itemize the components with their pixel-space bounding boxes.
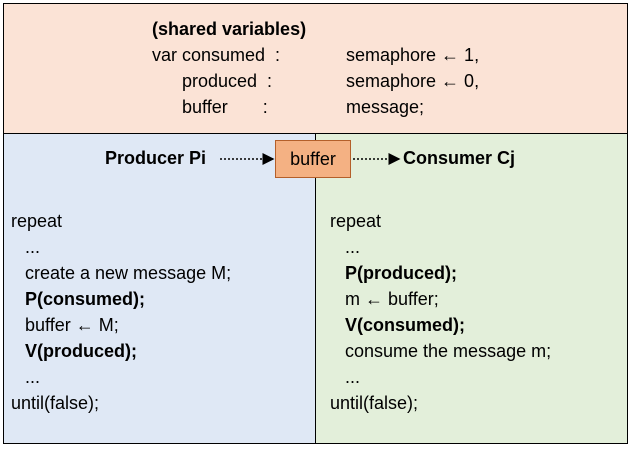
producer-code-line: create a new message M; [25, 263, 232, 283]
producer-consumer-diagram [3, 3, 628, 444]
producer-code-line: ... [25, 367, 41, 387]
producer-code-line: V(produced); [25, 341, 137, 361]
shared-var-buffer-type: message; [346, 97, 425, 117]
consumer-code-line: m ← buffer; [345, 289, 439, 309]
buffer-box: buffer [275, 140, 351, 178]
consumer-label: Consumer Cj [403, 148, 516, 168]
shared-var-produced-type: semaphore ← 0, [346, 71, 480, 91]
shared-variables-panel [4, 4, 627, 134]
shared-variables-title: (shared variables) [152, 19, 307, 39]
shared-var-consumed-type: semaphore ← 1, [346, 45, 480, 65]
producer-code-line: ... [25, 237, 41, 257]
consumer-code-line: P(produced); [345, 263, 457, 283]
shared-var-produced-name: produced : [182, 71, 273, 91]
consumer-code-line: ... [345, 367, 361, 387]
producer-code-line: buffer ← M; [25, 315, 119, 335]
producer-code-line: repeat [11, 211, 63, 231]
consumer-code-line: V(consumed); [345, 315, 466, 335]
producer-code-line: until(false); [11, 393, 100, 413]
consumer-panel [316, 134, 627, 443]
producer-code-line: P(consumed); [25, 289, 146, 309]
shared-var-consumed-name: var consumed : [152, 45, 281, 65]
producer-label: Producer Pi [105, 148, 207, 168]
consumer-code-line: repeat [330, 211, 382, 231]
shared-var-buffer-name: buffer : [182, 97, 268, 117]
consumer-code-line: ... [345, 237, 361, 257]
consumer-code-line: consume the message m; [345, 341, 552, 361]
producer-panel [4, 134, 316, 443]
consumer-code-line: until(false); [330, 393, 419, 413]
